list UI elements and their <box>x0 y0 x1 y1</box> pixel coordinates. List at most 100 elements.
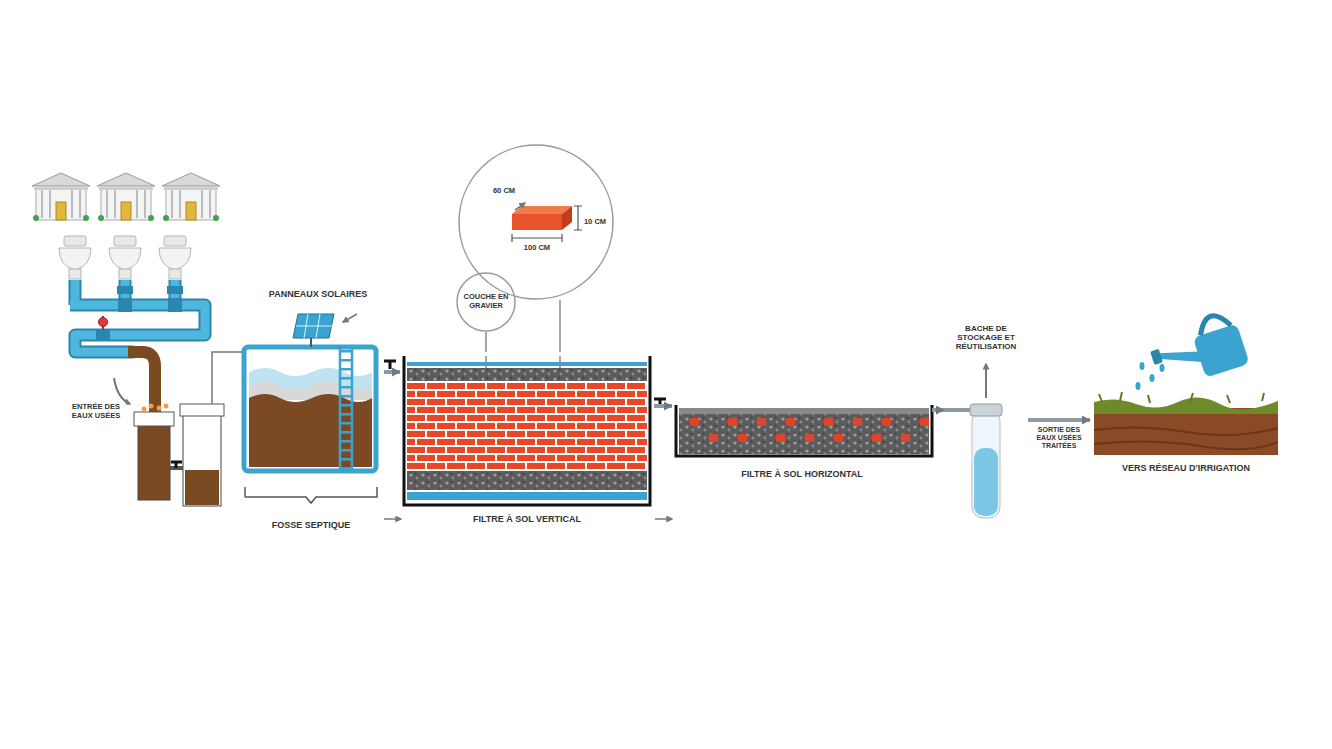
illustration-part <box>159 236 191 279</box>
brick-piece <box>824 418 833 426</box>
node-label: FILTRE À SOL VERTICAL <box>473 514 581 524</box>
horizontal-filter <box>676 405 932 456</box>
brick-piece <box>757 418 766 426</box>
brick-piece <box>853 418 862 426</box>
illustration-part <box>515 203 525 210</box>
callout-outline <box>459 145 613 299</box>
illustration-part <box>70 280 205 352</box>
node-label: BACHE DE STOCKAGE ET RÉUTILISATION <box>945 324 1027 352</box>
brick-piece <box>738 434 747 442</box>
illustration-part <box>339 345 342 469</box>
storage-tank-box: BACHE DE STOCKAGE ET RÉUTILISATION <box>944 322 1028 522</box>
illustration-part <box>970 404 1002 416</box>
illustration-part <box>384 518 401 520</box>
brick-piece <box>872 434 881 442</box>
inlet-tubes <box>114 352 243 506</box>
brick-piece <box>834 434 843 442</box>
pipe-connector <box>932 408 944 412</box>
brick-piece <box>786 418 795 426</box>
illustration-part <box>118 298 132 312</box>
septic-tank <box>244 314 401 519</box>
illustration-part <box>512 237 562 238</box>
brick-piece <box>728 418 737 426</box>
illustration-part <box>485 356 487 368</box>
illustration-part <box>32 173 90 221</box>
illustration-part <box>404 356 650 505</box>
illustration-part <box>167 286 183 294</box>
illustration-part <box>164 404 169 409</box>
pipe-connector <box>384 370 400 374</box>
node-label: VERS RÉSEAU D'IRRIGATION <box>1122 463 1250 473</box>
toilets <box>59 236 191 279</box>
illustration-part <box>1160 364 1165 372</box>
sewer-pipes <box>70 280 205 352</box>
illustration-part <box>168 298 182 312</box>
irrigation-box: VERS RÉSEAU D'IRRIGATION <box>1090 398 1282 476</box>
brick-piece <box>901 434 910 442</box>
node-label: 100 CM <box>524 244 550 253</box>
illustration-part <box>679 408 929 414</box>
illustration-part <box>676 405 932 456</box>
illustration-part <box>99 318 108 327</box>
brick-piece <box>805 434 814 442</box>
leader-line <box>485 332 487 352</box>
illustration-part <box>183 410 221 506</box>
illustration-part <box>244 347 376 471</box>
gravel-callout: COUCHE EN GRAVIER <box>456 272 516 332</box>
node-label: COUCHE EN GRAVIER <box>461 293 511 310</box>
illustration-part <box>1094 427 1278 449</box>
node-label: FILTRE À SOL HORIZONTAL <box>741 469 863 479</box>
pipe-connector <box>1028 418 1090 422</box>
illustration-part <box>134 412 174 426</box>
illustration-part <box>109 236 141 279</box>
illustration-part <box>1094 397 1278 414</box>
illustration-part <box>512 206 572 214</box>
illustration-part <box>171 462 182 468</box>
illustration-part <box>249 394 372 467</box>
illustration-part <box>149 404 154 409</box>
illustration-part <box>1145 309 1249 391</box>
illustration-part <box>351 345 354 469</box>
callout-outline <box>457 273 515 331</box>
inlet-label: ENTRÉE DES EAUX USÉES <box>66 403 126 420</box>
illustration-part <box>212 352 243 404</box>
illustration-part <box>296 314 332 338</box>
illustration-part <box>142 407 147 412</box>
houses <box>32 173 220 221</box>
illustration-part <box>512 234 562 242</box>
brick-piece <box>690 418 699 426</box>
illustration-part <box>117 286 133 294</box>
brick-piece <box>920 418 929 426</box>
illustration-part <box>157 406 162 411</box>
illustration-part <box>512 214 562 230</box>
illustration-part <box>138 420 170 500</box>
brick-piece <box>709 434 718 442</box>
irrigation-field <box>1094 309 1278 455</box>
detail-callout: 60 CM10 CM100 CM <box>458 144 614 300</box>
illustration-part <box>97 173 155 221</box>
vertical-filter <box>404 356 672 519</box>
illustration-part <box>293 314 334 338</box>
illustration-part <box>407 471 647 490</box>
illustration-part <box>1150 374 1155 382</box>
illustration-part <box>1094 408 1278 455</box>
illustration-part <box>407 492 647 500</box>
illustration-part <box>340 347 352 469</box>
illustration-part <box>407 382 647 470</box>
illustration-part <box>59 236 91 279</box>
illustration-part <box>985 364 987 398</box>
septic-tank-box: FOSSE SEPTIQUE <box>238 340 384 532</box>
illustration-part <box>407 362 647 366</box>
illustration-part <box>1140 362 1145 370</box>
illustration-part <box>180 404 224 416</box>
vertical-filter-box: FILTRE À SOL VERTICAL <box>400 352 654 528</box>
horizontal-filter-box: FILTRE À SOL HORIZONTAL <box>672 402 932 482</box>
node-label: 60 CM <box>493 187 515 196</box>
illustration-part <box>972 410 1000 518</box>
leader-line <box>559 300 561 352</box>
brick-piece <box>882 418 891 426</box>
illustration-part <box>114 378 130 404</box>
